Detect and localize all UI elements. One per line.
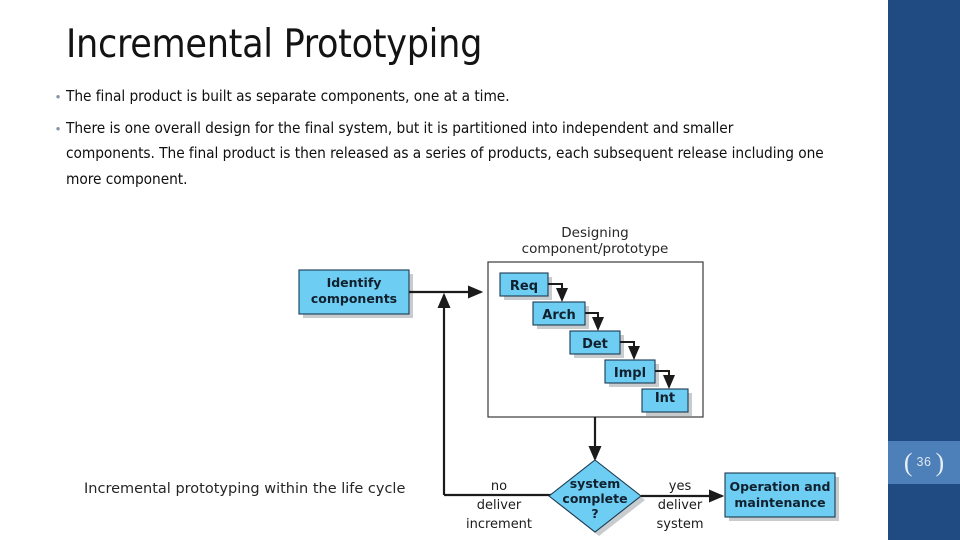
decision-label-line2: complete xyxy=(562,491,627,506)
edge-arch-to-det xyxy=(585,312,604,331)
group-title-line2: component/prototype xyxy=(522,241,669,257)
identify-components-label-line1: Identify xyxy=(327,275,382,290)
bullet-point-icon: • xyxy=(55,89,61,104)
edge-label-no-increment: increment xyxy=(466,517,532,532)
bullet-text: There is one overall design for the fina… xyxy=(66,118,824,188)
operation-maintenance-box xyxy=(724,472,836,518)
bracket-left-icon: ( xyxy=(903,447,913,477)
edge-label-yes-deliver: deliver xyxy=(658,498,703,513)
page-number-badge: ( 36 ) xyxy=(888,441,960,484)
edge-impl-to-int xyxy=(655,370,675,389)
diagram-caption: Incremental prototyping within the life … xyxy=(84,481,405,497)
edge-det-to-impl xyxy=(620,341,640,360)
int-box xyxy=(641,388,689,413)
bullet-point-icon: • xyxy=(55,120,61,136)
det-label: Det xyxy=(582,337,608,352)
operation-maintenance-label-line1: Operation and xyxy=(729,479,830,494)
edge-label-yes-system: system xyxy=(657,517,704,532)
decision-label-line1: system xyxy=(570,476,621,491)
identify-components-label-line2: components xyxy=(311,291,397,306)
edge-label-no-deliver: deliver xyxy=(477,498,522,513)
impl-label: Impl xyxy=(614,366,646,381)
list-item: • There is one overall design for the fi… xyxy=(50,116,850,193)
int-label: Int xyxy=(655,391,675,406)
bracket-right-icon: ) xyxy=(935,447,945,477)
group-title-line1: Designing xyxy=(561,225,629,241)
bullet-list: • The final product is built as separate… xyxy=(50,84,850,198)
decision-diamond xyxy=(548,459,642,533)
arch-label: Arch xyxy=(542,308,575,323)
edge-label-yes: yes xyxy=(669,479,692,494)
page-title: Incremental Prototyping xyxy=(66,22,483,67)
lifecycle-diagram: Designing component/prototype Identify c… xyxy=(0,205,888,540)
bullet-text: The final product is built as separate c… xyxy=(66,87,510,105)
page-number: 36 xyxy=(916,455,932,470)
operation-maintenance-label-line2: maintenance xyxy=(734,495,825,510)
decision-label-line3: ? xyxy=(591,506,598,521)
edge-req-to-arch xyxy=(548,283,568,302)
edge-label-no: no xyxy=(491,479,507,494)
list-item: • The final product is built as separate… xyxy=(50,84,850,110)
req-label: Req xyxy=(510,279,538,294)
